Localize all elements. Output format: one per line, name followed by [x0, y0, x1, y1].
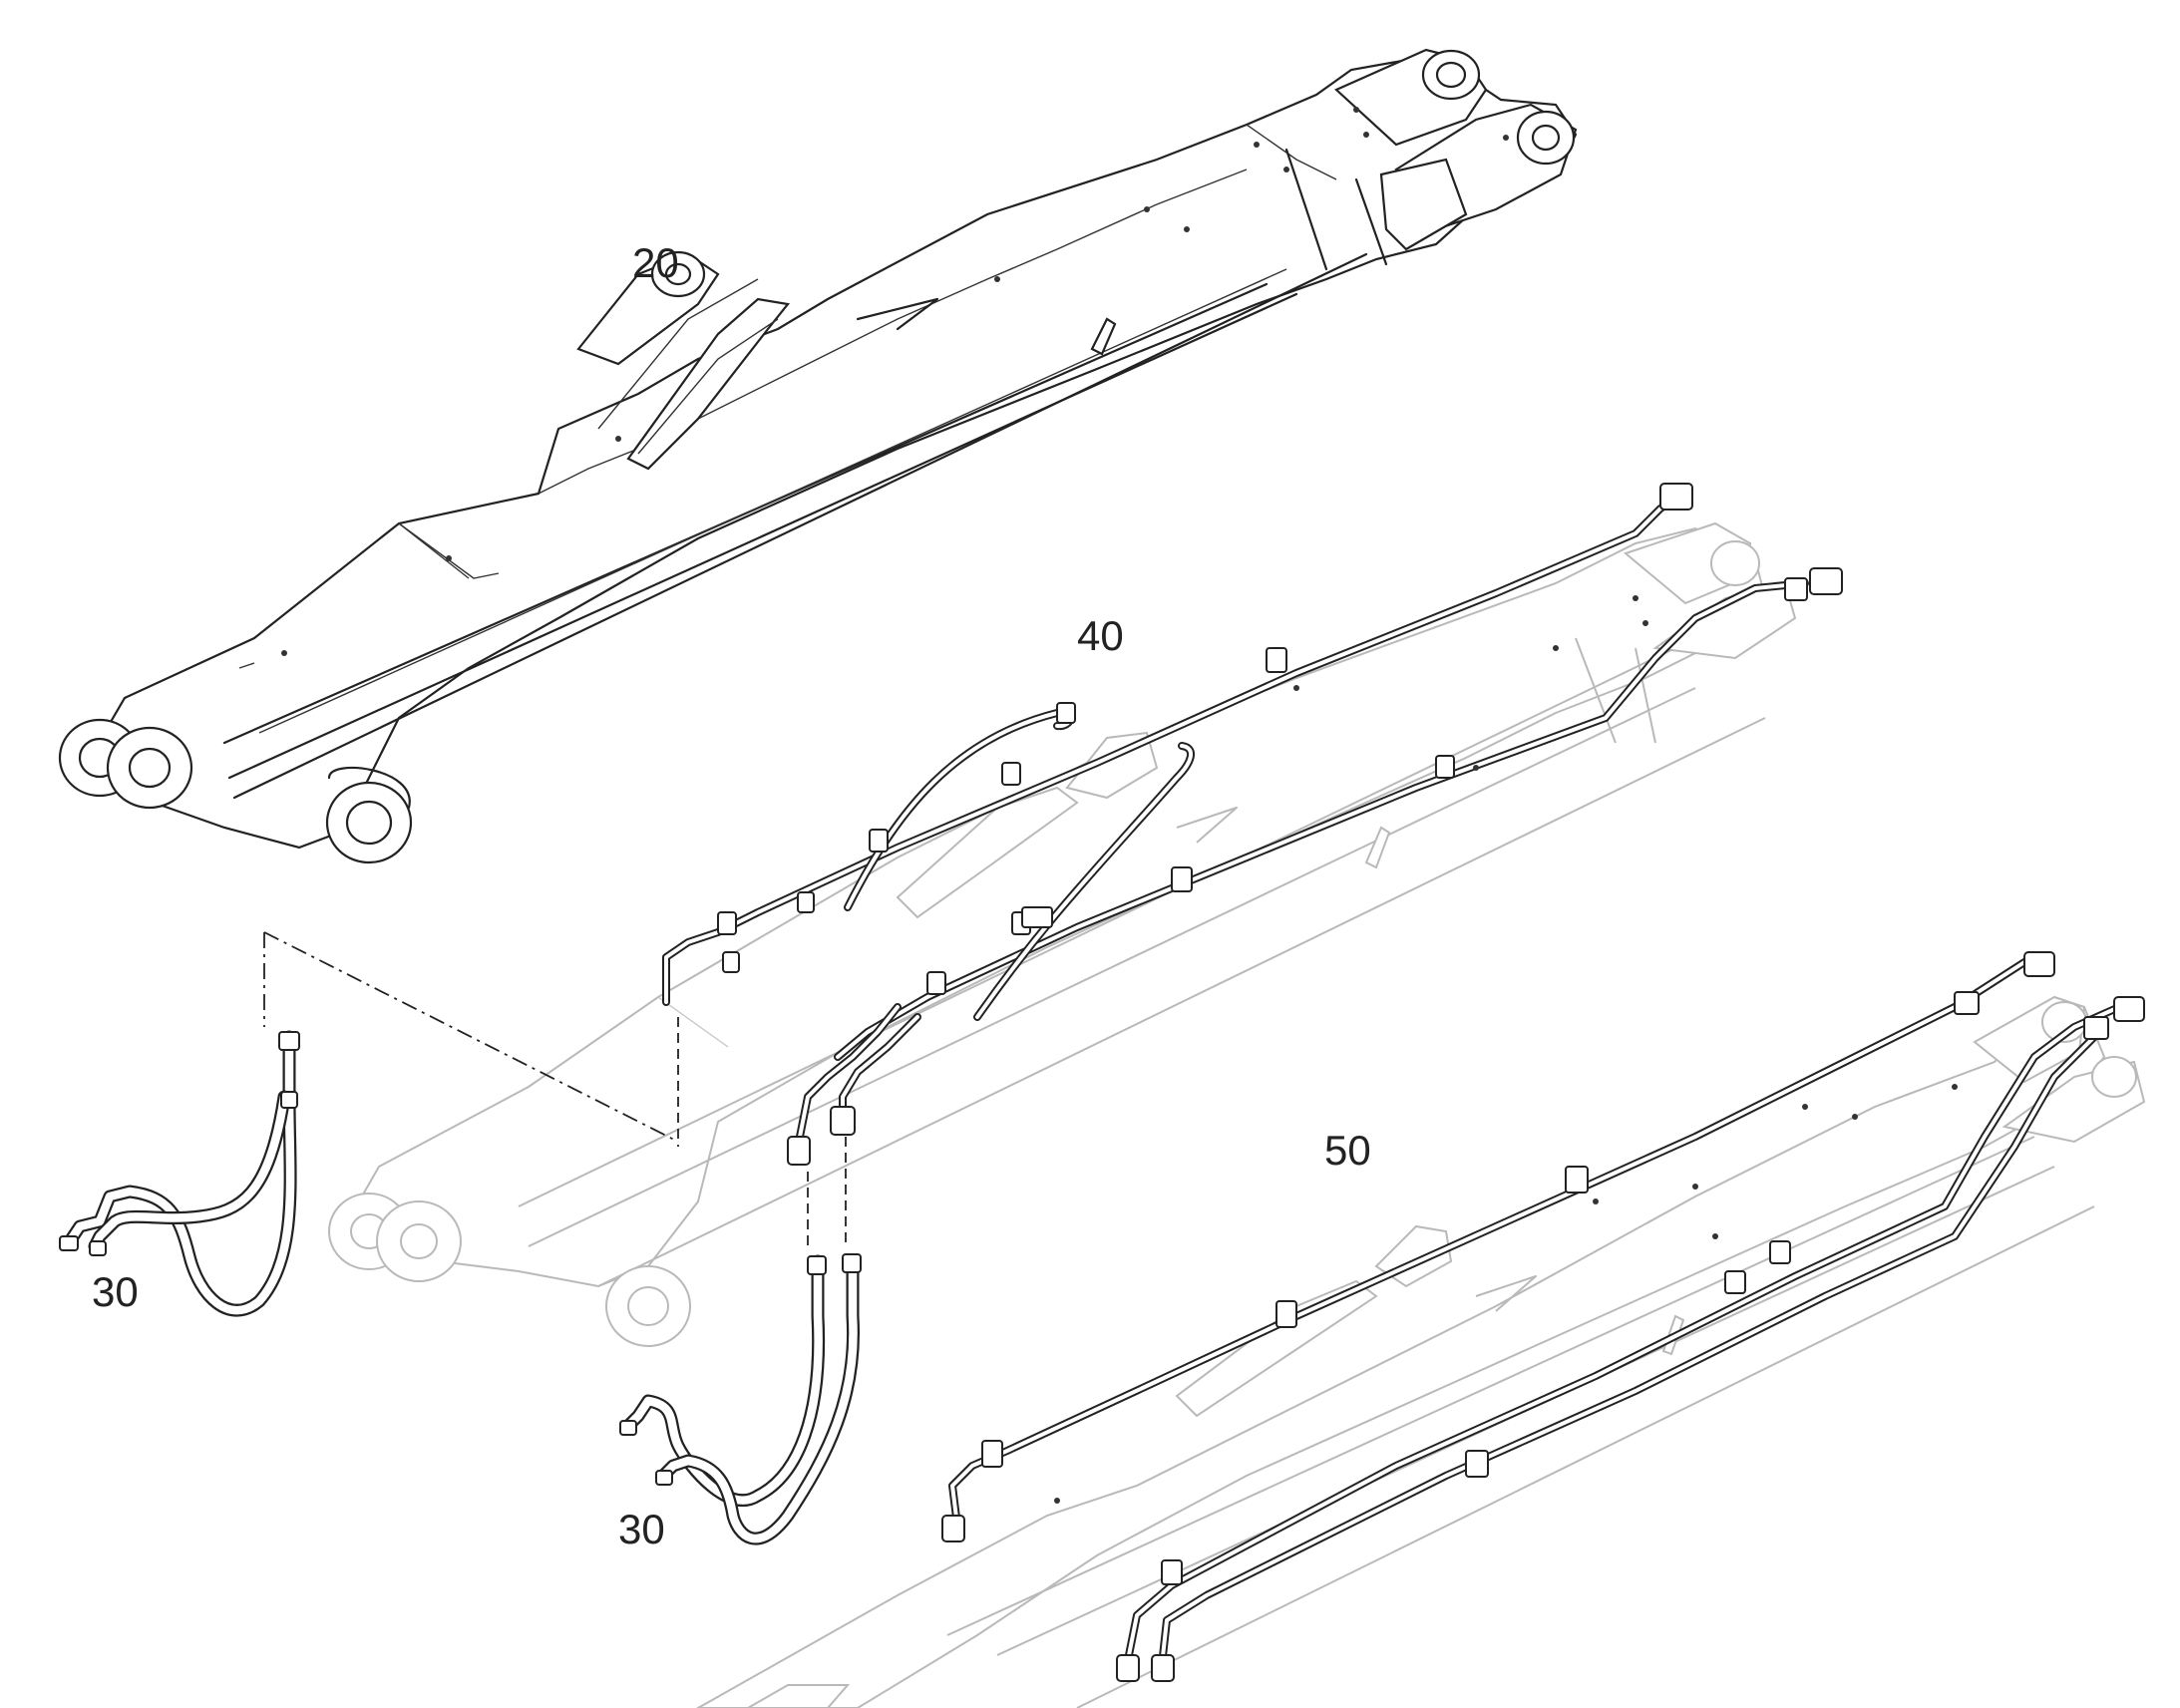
- callout-labels: 20 40 50 30 30: [92, 239, 1371, 1552]
- hose-assembly-part-30-left: [59, 1030, 300, 1317]
- hydraulic-piping-part-40: [662, 483, 1843, 1166]
- callout-20: 20: [632, 239, 679, 286]
- callout-30-right: 30: [618, 1506, 665, 1552]
- boom-arm-ghost-part-50: [695, 995, 2146, 1708]
- callout-50: 50: [1324, 1127, 1371, 1174]
- assembly-leader-lines: [263, 931, 847, 1246]
- boom-arm-part-20: [58, 48, 1578, 864]
- hose-assembly-part-30-right: [619, 1253, 862, 1545]
- hydraulic-piping-part-50: [941, 951, 2145, 1682]
- callout-30-left: 30: [92, 1268, 139, 1315]
- callout-40: 40: [1077, 612, 1124, 659]
